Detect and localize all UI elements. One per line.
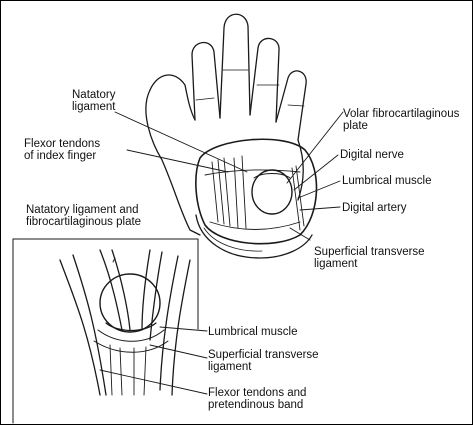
natatory-ligament-text: Natatory ligament bbox=[72, 89, 115, 113]
superficial-transverse-lower-text: Superficial transverse ligament bbox=[208, 349, 319, 373]
label-lumbrical-muscle-upper: Lumbrical muscle bbox=[342, 175, 431, 187]
label-lumbrical-muscle-lower: Lumbrical muscle bbox=[208, 326, 297, 338]
flexor-tendons-index-text: Flexor tendons of index finger bbox=[24, 138, 100, 162]
flexor-pretendinous-text: Flexor tendons and pretendinous band bbox=[208, 387, 306, 411]
label-superficial-transverse-lower: Superficial transverse ligament bbox=[208, 349, 319, 373]
label-flexor-pretendinous: Flexor tendons and pretendinous band bbox=[208, 387, 306, 411]
hand-outline bbox=[146, 14, 306, 235]
label-superficial-transverse-upper: Superficial transverse ligament bbox=[314, 246, 425, 270]
superficial-transverse-upper-text: Superficial transverse ligament bbox=[314, 246, 425, 270]
label-natatory-ligament-plate: Natatory ligament and fibrocartilaginous… bbox=[26, 204, 141, 228]
label-flexor-tendons-index: Flexor tendons of index finger bbox=[24, 138, 100, 162]
label-digital-artery: Digital artery bbox=[342, 202, 407, 214]
label-digital-nerve: Digital nerve bbox=[340, 149, 404, 161]
label-natatory-ligament: Natatory ligament bbox=[72, 89, 115, 113]
joint-closeup bbox=[60, 250, 190, 395]
volar-plate-text: Volar fibrocartilaginous plate bbox=[343, 108, 459, 132]
label-volar-plate: Volar fibrocartilaginous plate bbox=[343, 108, 459, 132]
lower-leader-lines bbox=[100, 258, 207, 394]
natatory-ligament-plate-text: Natatory ligament and fibrocartilaginous… bbox=[26, 204, 141, 228]
